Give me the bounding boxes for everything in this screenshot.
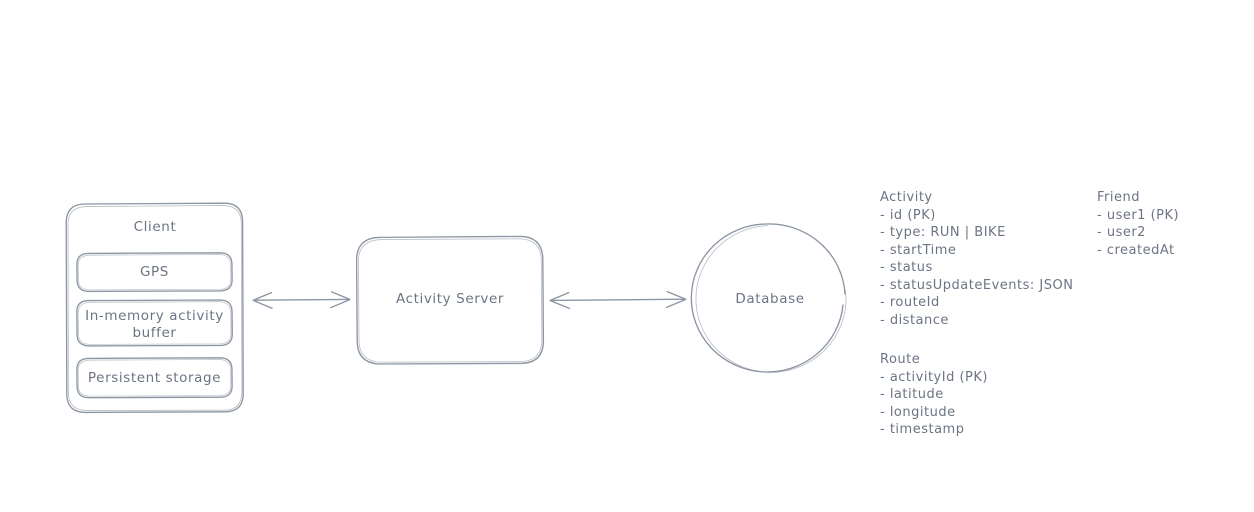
schema-route-field: - timestamp: [880, 422, 965, 437]
persistent-storage-label-text: Persistent storage: [87, 370, 222, 386]
client-label: Client: [66, 219, 244, 235]
in-memory-activity-buffer-label-text: In-memory activity buffer: [85, 308, 224, 341]
schema-activity: Activity - id (PK) - type: RUN | BIKE - …: [880, 189, 1073, 329]
schema-friend-field: - createdAt: [1097, 242, 1175, 258]
schema-activity-field: - statusUpdateEvents: JSON: [880, 277, 1074, 293]
schema-route-field: - longitude: [880, 404, 956, 420]
schema-friend-title: Friend: [1097, 190, 1140, 205]
persistent-storage-label: Persistent storage: [77, 370, 232, 386]
schema-route-field: - latitude: [880, 387, 944, 402]
schema-activity-field: - startTime: [880, 242, 957, 258]
activity-server-label: Activity Server: [357, 291, 543, 307]
schema-route-field: - activityId (PK): [880, 369, 988, 385]
schema-activity-field: - distance: [880, 312, 949, 328]
database-circle[interactable]: [690, 223, 847, 373]
connector-server-database: [549, 290, 687, 310]
activity-server-box[interactable]: [355, 235, 545, 365]
schema-activity-field: - id (PK): [880, 207, 936, 223]
gps-label: GPS: [77, 264, 232, 280]
database-label: Database: [694, 291, 846, 307]
persistent-storage-box[interactable]: [76, 357, 233, 399]
schema-activity-field: - routeId: [880, 295, 940, 310]
client-label-text: Client: [133, 219, 177, 235]
schema-activity-field: - type: RUN | BIKE: [880, 225, 1006, 240]
in-memory-activity-buffer-label: In-memory activity buffer: [82, 308, 227, 342]
activity-server-label-text: Activity Server: [395, 291, 505, 307]
schema-activity-field: - status: [880, 260, 933, 275]
in-memory-activity-buffer-box[interactable]: [76, 299, 233, 347]
schema-activity-title: Activity: [880, 190, 933, 205]
gps-label-text: GPS: [140, 264, 169, 280]
database-label-text: Database: [735, 291, 805, 307]
schema-route: Route - activityId (PK) - latitude - lon…: [880, 351, 988, 439]
connector-client-server: [252, 291, 351, 309]
schema-friend: Friend - user1 (PK) - user2 - createdAt: [1097, 189, 1179, 259]
schema-route-title: Route: [880, 352, 921, 367]
schema-friend-field: - user1 (PK): [1097, 207, 1180, 223]
gps-box[interactable]: [76, 252, 233, 293]
client-container[interactable]: [65, 202, 244, 414]
schema-friend-field: - user2: [1097, 225, 1146, 240]
